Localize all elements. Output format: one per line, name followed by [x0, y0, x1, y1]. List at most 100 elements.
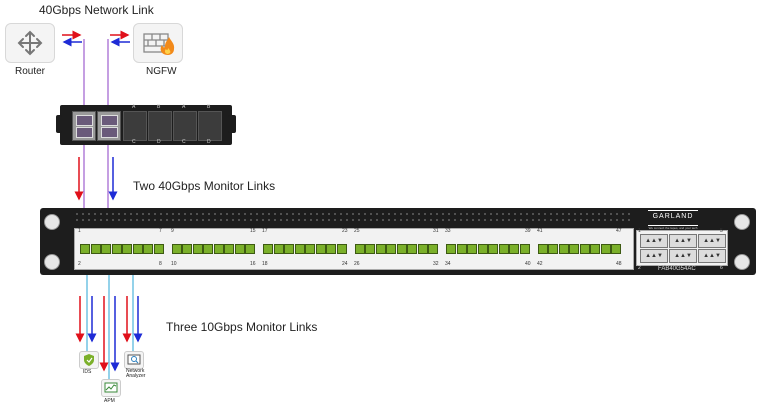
sfp-port — [326, 244, 336, 254]
tap-letter: C — [182, 139, 186, 145]
sfp-port — [182, 244, 192, 254]
diagram-title: 40Gbps Network Link — [39, 3, 154, 17]
sfp-port — [428, 244, 438, 254]
sfp-port — [171, 244, 182, 254]
tap-slot-empty — [198, 111, 222, 141]
ids-tool — [79, 351, 99, 369]
sfp-port — [611, 244, 621, 254]
sfp-port — [263, 244, 273, 254]
tap-bracket-left — [56, 115, 62, 133]
port-number: 31 — [433, 228, 439, 234]
sfp-port — [467, 244, 477, 254]
qsfp-port-grid: ▲▲▼▲▲▼▲▲▼▲▲▼▲▲▼▲▲▼ — [639, 233, 726, 263]
sfp-port — [284, 244, 294, 254]
sfp-port — [548, 244, 558, 254]
tap-letter: A — [132, 104, 136, 110]
sfp-port — [153, 244, 164, 254]
port-number: 39 — [525, 228, 531, 234]
port-number: 18 — [262, 261, 268, 267]
router-icon — [17, 30, 43, 56]
tap-cassette-a — [72, 111, 96, 141]
apm-label: APM — [104, 398, 115, 404]
qsfp-number: 2 — [638, 265, 641, 271]
qsfp-port: ▲▲▼ — [669, 249, 697, 263]
sfp-port — [456, 244, 467, 254]
sfp-port — [80, 244, 90, 254]
port-number: 42 — [537, 261, 543, 267]
sfp-port — [477, 244, 488, 254]
port-number: 26 — [354, 261, 360, 267]
sfp-port — [396, 244, 407, 254]
vent-grille — [74, 211, 634, 225]
port-number: 34 — [445, 261, 451, 267]
sfp-port — [143, 244, 153, 254]
sfp-port — [234, 244, 245, 254]
port-number: 7 — [159, 228, 162, 234]
sfp-port — [558, 244, 569, 254]
port-number: 9 — [171, 228, 174, 234]
sfp-port — [224, 244, 234, 254]
sfp-port — [498, 244, 509, 254]
router-label: Router — [15, 66, 46, 77]
sfp-port — [488, 244, 498, 254]
port-number: 10 — [171, 261, 177, 267]
sfp-port — [365, 244, 375, 254]
tap-cassette-b — [97, 111, 121, 141]
port-number: 32 — [433, 261, 439, 267]
port-number: 1 — [78, 228, 81, 234]
sfp-port — [213, 244, 224, 254]
qsfp-number: 6 — [720, 265, 723, 271]
sfp-port — [569, 244, 579, 254]
tap-bracket-right — [228, 115, 236, 133]
port-number: 40 — [525, 261, 531, 267]
port-number: 17 — [262, 228, 268, 234]
firewall-icon — [143, 33, 175, 55]
tap-letter: D — [207, 139, 211, 145]
tap-slot-empty — [148, 111, 172, 141]
tap-slot-empty — [123, 111, 147, 141]
garland-logo: GARLAND — [648, 210, 698, 226]
port-number: 16 — [250, 261, 256, 267]
sfp-port — [336, 244, 347, 254]
sfp-port — [315, 244, 326, 254]
sfp-port — [90, 244, 101, 254]
sfp-port — [407, 244, 417, 254]
sfp-port — [417, 244, 428, 254]
rack-screw-icon — [44, 214, 60, 230]
ids-label: IDS — [83, 369, 92, 375]
tap-slot-empty — [173, 111, 197, 141]
sfp-port — [386, 244, 396, 254]
rack-screw-icon — [44, 254, 60, 270]
port-number: 48 — [616, 261, 622, 267]
port-number: 2 — [78, 261, 81, 267]
sfp-port — [509, 244, 519, 254]
analyzer-label: Network Analyzer — [126, 368, 146, 379]
sfp-port — [354, 244, 365, 254]
qsfp-port: ▲▲▼ — [698, 234, 726, 248]
sfp-port — [579, 244, 590, 254]
qsfp-number: 5 — [720, 228, 723, 234]
tap-letter: B — [157, 104, 161, 110]
ngfw-node — [133, 23, 183, 63]
apm-tool — [101, 379, 121, 397]
magnifier-icon — [127, 354, 141, 365]
sfp-port — [600, 244, 611, 254]
rack-screw-icon — [734, 254, 750, 270]
port-number: 23 — [342, 228, 348, 234]
sfp-port — [294, 244, 305, 254]
sfp-port — [192, 244, 203, 254]
sfp-port — [375, 244, 386, 254]
port-number: 24 — [342, 261, 348, 267]
port-number: 47 — [616, 228, 622, 234]
sfp-port — [590, 244, 600, 254]
sfp-port — [203, 244, 213, 254]
qsfp-port-bank: ▲▲▼▲▲▼▲▲▼▲▲▼▲▲▼▲▲▼ — [636, 230, 728, 266]
rack-screw-icon — [734, 214, 750, 230]
sfp-port — [446, 244, 456, 254]
sfp-port — [537, 244, 548, 254]
qsfp-port: ▲▲▼ — [669, 234, 697, 248]
tap-letter: A — [182, 104, 186, 110]
qsfp-number: 1 — [638, 228, 641, 234]
port-number: 8 — [159, 261, 162, 267]
